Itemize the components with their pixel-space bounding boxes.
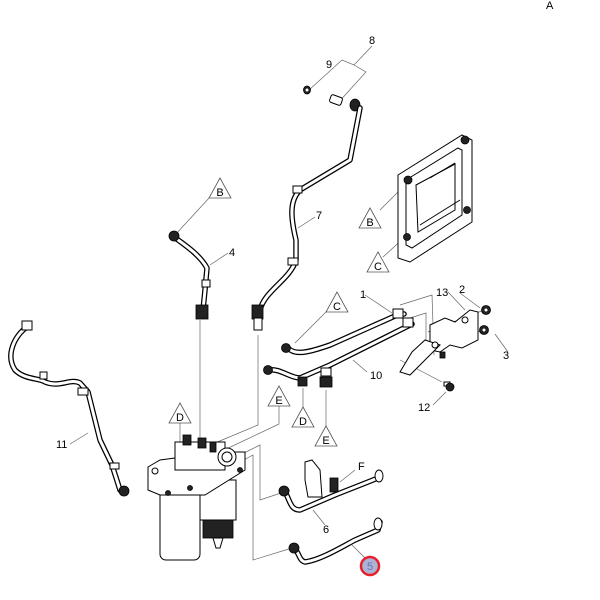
svg-text:C: C <box>374 261 382 273</box>
leader-lines <box>69 45 509 561</box>
pipe-10[interactable] <box>263 317 415 388</box>
svg-text:D: D <box>299 416 307 428</box>
ecu-unit[interactable] <box>397 0 473 263</box>
marker-e-2: E <box>314 425 338 447</box>
callout-8[interactable]: 8 <box>369 35 375 47</box>
fitting-8[interactable] <box>329 94 361 112</box>
bolt-12[interactable] <box>443 381 455 392</box>
svg-text:E: E <box>275 395 282 407</box>
callout-6[interactable]: 6 <box>323 524 329 536</box>
svg-text:E: E <box>322 435 329 447</box>
svg-text:F: F <box>358 461 365 473</box>
callout-4[interactable]: 4 <box>229 247 235 259</box>
callout-10[interactable]: 10 <box>370 370 382 382</box>
nut-2[interactable] <box>481 305 491 315</box>
pipe-4[interactable] <box>168 230 211 320</box>
marker-e-1: E <box>267 385 291 407</box>
marker-d-1: D <box>168 402 192 424</box>
callout-11[interactable]: 11 <box>56 439 67 451</box>
svg-text:C: C <box>333 301 341 313</box>
callout-labels: 8 9 4 7 1 13 2 3 10 12 11 6 5 <box>56 35 509 577</box>
nut-3[interactable] <box>479 325 489 335</box>
marker-f-1: F <box>358 461 365 473</box>
callout-12[interactable]: 12 <box>418 402 430 414</box>
marker-b-2: B <box>358 207 382 229</box>
svg-text:D: D <box>176 412 184 424</box>
marker-d-2: D <box>291 406 315 428</box>
pipe-7[interactable] <box>251 105 363 331</box>
callout-5[interactable]: 5 <box>367 561 373 573</box>
callout-5-highlight[interactable]: 5 <box>359 555 381 577</box>
callout-3[interactable]: 3 <box>503 350 509 362</box>
svg-text:B: B <box>216 187 223 199</box>
callout-2[interactable]: 2 <box>459 284 465 296</box>
marker-c-2: C <box>366 251 390 273</box>
marker-b-1: B <box>208 177 232 199</box>
view-label: A <box>546 0 554 12</box>
svg-text:B: B <box>366 217 373 229</box>
marker-c-1: C <box>325 291 349 313</box>
fuel-filter-assembly[interactable] <box>147 434 246 561</box>
callout-13[interactable]: 13 <box>436 287 448 299</box>
banjo-bolt-9[interactable] <box>303 85 311 95</box>
pipe-5[interactable] <box>288 517 383 565</box>
callout-7[interactable]: 7 <box>316 210 322 222</box>
bracket-13[interactable] <box>399 309 479 376</box>
callout-1[interactable]: 1 <box>360 289 366 301</box>
pipe-6[interactable] <box>278 459 384 513</box>
pipe-11[interactable] <box>8 320 130 497</box>
connection-markers: B B C C D D E E F <box>168 177 390 473</box>
callout-9[interactable]: 9 <box>326 59 332 71</box>
pipe-1[interactable] <box>281 308 407 356</box>
